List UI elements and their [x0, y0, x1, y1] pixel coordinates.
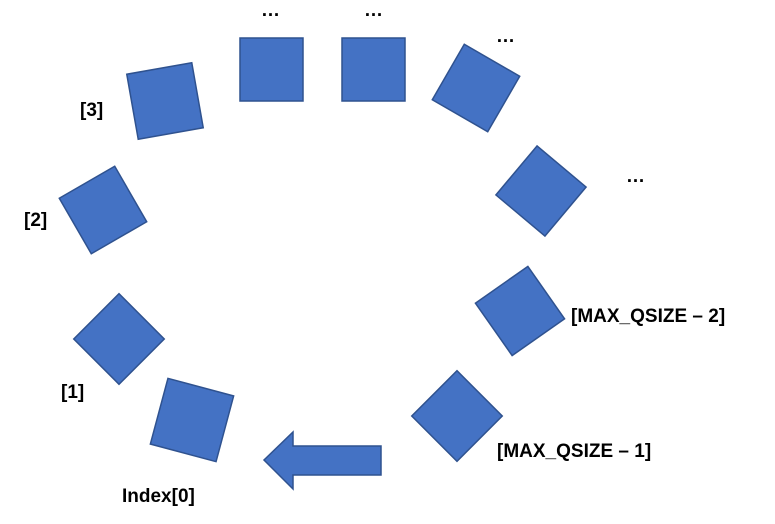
queue-slot-index-6 [431, 43, 521, 133]
label-ellipsis-right: … [626, 166, 645, 187]
queue-slot-index-1 [72, 292, 166, 386]
label-max-qsize-minus-2: [MAX_QSIZE – 2] [571, 306, 725, 327]
queue-slot-index-3 [125, 61, 205, 141]
queue-slot-index-2 [58, 165, 148, 255]
wrap-around-arrow-icon [262, 430, 382, 491]
queue-slot-index-5 [341, 37, 406, 102]
label-ellipsis-upper-right: … [496, 26, 515, 47]
queue-slot-max-minus-1 [410, 369, 504, 463]
label-max-qsize-minus-1: [MAX_QSIZE – 1] [497, 441, 651, 462]
label-index-1: [1] [61, 382, 84, 403]
label-ellipsis-top-right: … [364, 0, 383, 21]
queue-slot-max-minus-2 [474, 265, 566, 357]
label-index-2: [2] [24, 210, 47, 231]
label-index-3: [3] [80, 100, 103, 121]
label-ellipsis-top-left: … [261, 0, 280, 21]
queue-slot-index-7 [494, 144, 588, 238]
queue-slot-index-0 [149, 377, 235, 463]
queue-slot-index-4 [239, 37, 304, 102]
label-index-0: Index[0] [122, 486, 195, 507]
